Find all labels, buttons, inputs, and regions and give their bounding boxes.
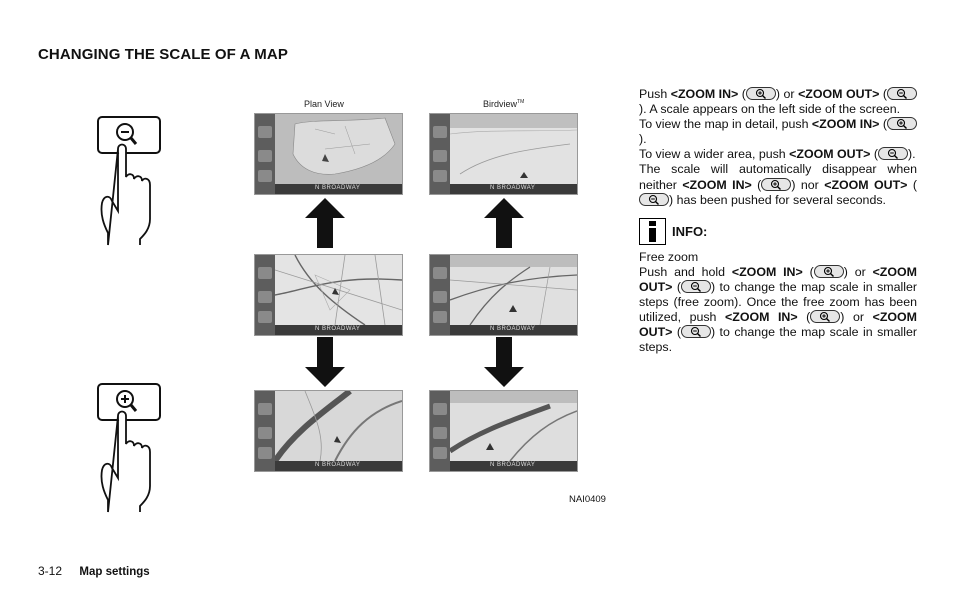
plan-view-mid-map: N BROADWAY — [254, 254, 403, 336]
section-title: CHANGING THE SCALE OF A MAP — [38, 46, 288, 63]
page-number: 3-12 — [38, 564, 63, 578]
paragraph-1: Push <ZOOM IN> () or <ZOOM OUT> (). A sc… — [639, 87, 917, 117]
zoom-in-icon — [745, 87, 776, 100]
arrow-up-icon — [305, 198, 345, 248]
birdview-mid-map: N BROADWAY — [429, 254, 578, 336]
arrow-down-icon — [484, 337, 524, 387]
info-label: INFO: — [672, 223, 708, 239]
plan-view-label: Plan View — [304, 99, 344, 109]
birdview-label: BirdviewTM — [483, 99, 525, 109]
info-paragraph: Push and hold <ZOOM IN> () or <ZOOM OUT>… — [639, 264, 918, 355]
info-icon — [639, 217, 666, 245]
zoom-out-hand-icon — [97, 116, 161, 246]
zoom-out-icon — [877, 147, 908, 161]
info-heading: INFO: — [639, 217, 917, 245]
figure-code: NAI0409 — [569, 494, 606, 505]
footer-title: Map settings — [79, 566, 150, 578]
zoom-in-icon — [761, 177, 792, 191]
zoom-out-icon — [680, 325, 711, 339]
arrow-down-icon — [305, 337, 345, 387]
zoom-in-hand-icon — [97, 383, 161, 513]
zoom-out-icon — [886, 87, 917, 100]
birdview-wide-map: N BROADWAY — [429, 113, 578, 195]
arrow-up-icon — [484, 198, 524, 248]
plan-view-detail-map: N BROADWAY — [254, 390, 403, 472]
zoom-out-icon — [639, 192, 669, 206]
paragraph-2: To view the map in detail, push <ZOOM IN… — [639, 117, 917, 147]
zoom-in-icon — [810, 310, 841, 324]
zoom-in-icon — [886, 117, 917, 131]
info-subtitle: Free zoom — [639, 249, 699, 264]
zoom-in-icon — [813, 264, 844, 278]
plan-view-wide-map: N BROADWAY — [254, 113, 403, 195]
page-footer: 3-12 Map settings — [38, 564, 150, 578]
paragraph-4: The scale will automatically disappear w… — [639, 162, 917, 207]
zoom-out-icon — [680, 279, 711, 293]
instructions: Push <ZOOM IN> () or <ZOOM OUT> (). A sc… — [639, 87, 917, 355]
birdview-detail-map: N BROADWAY — [429, 390, 578, 472]
paragraph-3: To view a wider area, push <ZOOM OUT> ()… — [639, 147, 916, 162]
